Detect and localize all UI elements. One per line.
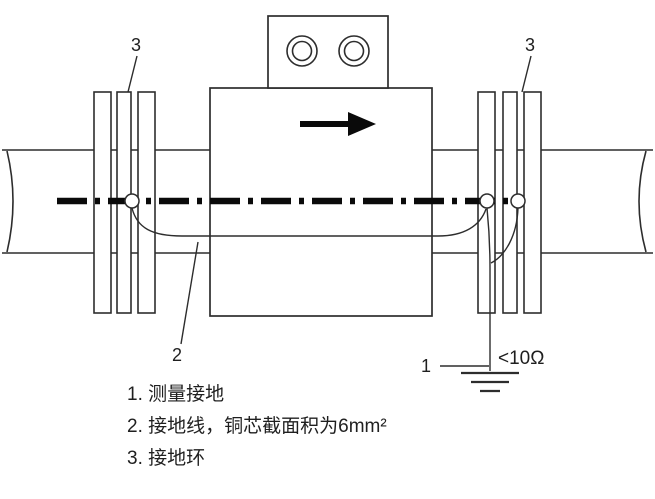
cable-gland-right-outer	[338, 35, 370, 67]
flange-plate-right-outer	[523, 91, 542, 314]
cable-gland-left-inner	[291, 40, 313, 62]
legend-item-3: 3. 接地环	[127, 447, 205, 469]
junction-box	[267, 15, 389, 89]
pipe-right-end-arc	[638, 150, 647, 253]
leader-ring-left	[127, 55, 138, 93]
cable-gland-left-outer	[286, 35, 318, 67]
connection-point-left	[124, 193, 140, 209]
leader-wire	[180, 241, 199, 345]
legend-item-1: 1. 测量接地	[127, 383, 224, 405]
callout-ring-right: 3	[525, 35, 535, 55]
grounding-wire	[131, 207, 487, 237]
pipe-left-end-arc	[6, 150, 14, 253]
earth-lead-main	[486, 207, 491, 371]
resistance-annotation: <10Ω	[498, 348, 544, 369]
connection-point-right-2	[510, 193, 526, 209]
connection-point-right-1	[479, 193, 495, 209]
legend-item-2: 2. 接地线，铜芯截面积为6mm²	[127, 415, 387, 437]
callout-ground: 1	[421, 356, 431, 376]
callout-ring-left: 3	[131, 35, 141, 55]
callout-wire: 2	[172, 345, 182, 365]
cable-gland-right-inner	[343, 40, 365, 62]
earth-lead-secondary	[490, 207, 519, 264]
flow-arrow-head	[348, 112, 376, 136]
leader-ring-right	[521, 55, 532, 93]
